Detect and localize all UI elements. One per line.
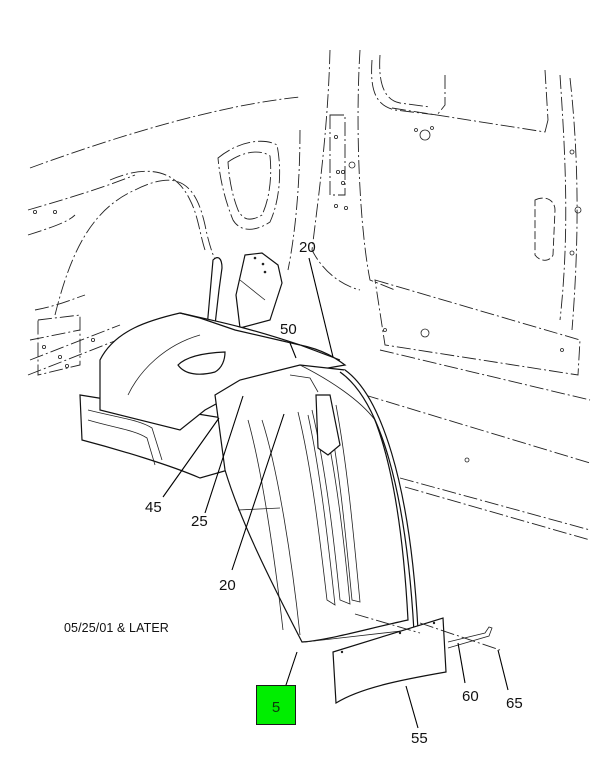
- highlighted-callout-5[interactable]: 5: [256, 685, 296, 725]
- mud-flap: [332, 617, 447, 705]
- effectivity-note: 05/25/01 & LATER: [64, 621, 169, 635]
- callout-60[interactable]: 60: [462, 688, 479, 705]
- callout-25[interactable]: 25: [191, 513, 208, 530]
- leader-lines: [162, 257, 509, 729]
- callout-20-lower[interactable]: 20: [219, 577, 236, 594]
- body-holes: [33, 126, 582, 463]
- callout-45[interactable]: 45: [145, 499, 162, 516]
- callout-55[interactable]: 55: [411, 730, 428, 747]
- callout-20-upper[interactable]: 20: [299, 239, 316, 256]
- callout-50[interactable]: 50: [280, 321, 297, 338]
- highlighted-callout-label: 5: [271, 699, 281, 716]
- stiffener-rod: [354, 613, 501, 651]
- wheelhouse-liner: [79, 312, 419, 643]
- callout-65[interactable]: 65: [506, 695, 523, 712]
- support-bracket: [206, 252, 283, 329]
- cab-body-phantom: [27, 49, 591, 541]
